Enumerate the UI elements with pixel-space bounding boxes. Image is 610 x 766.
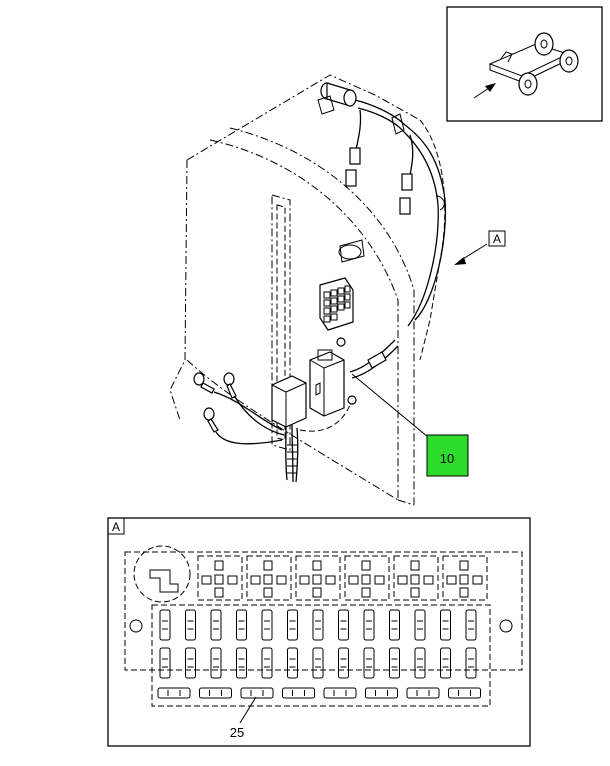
multi-pin-connector	[319, 277, 354, 331]
callout-10-label: 10	[440, 451, 454, 466]
fuse-slot	[389, 609, 400, 641]
inset-arrow-icon	[473, 83, 496, 99]
relay-socket	[197, 555, 243, 601]
fuse-slot	[440, 647, 451, 679]
fuse-grid	[157, 609, 481, 699]
fuse-slot	[338, 647, 349, 679]
fuse-slot	[159, 647, 171, 679]
view-a-pointer: A	[454, 230, 506, 265]
maxi-fuse-slot	[282, 687, 315, 699]
fuse-slot	[389, 647, 400, 679]
relay-box-left	[271, 375, 307, 428]
relay-row	[149, 555, 488, 601]
maxi-fuse-slot	[365, 687, 398, 699]
maxi-fuse-slot	[157, 687, 191, 699]
harness-clamp	[317, 82, 357, 115]
maxi-fuse-slot	[448, 687, 481, 699]
relay-socket	[344, 555, 390, 601]
main-assembly-view	[169, 74, 447, 506]
fuse-slot	[287, 647, 298, 679]
fuse-slot	[414, 609, 426, 641]
relay-socket	[295, 555, 341, 601]
callout-25-label: 25	[230, 725, 244, 740]
maxi-fuse-slot	[199, 687, 232, 699]
ring-terminals	[193, 372, 237, 433]
locator-inset	[446, 6, 603, 122]
fuse-slot	[363, 647, 375, 679]
maxi-fuse-slot	[323, 687, 357, 699]
fuse-slot	[236, 609, 247, 641]
fuse-slot	[363, 609, 375, 641]
fuse-slot	[312, 609, 324, 641]
fuse-slot	[465, 609, 477, 641]
fuse-slot	[236, 647, 247, 679]
fuse-slot	[261, 647, 273, 679]
fuse-slot	[287, 609, 298, 641]
detail-a-label: A	[112, 520, 120, 534]
fuse-slot	[185, 647, 196, 679]
detail-a-view: A 25	[107, 517, 531, 747]
relay-socket-corner	[149, 569, 179, 593]
fuse-slot	[338, 609, 349, 641]
vehicle-chassis-icon	[488, 32, 579, 96]
relay-socket	[393, 555, 439, 601]
maxi-fuse-slot	[406, 687, 440, 699]
fuse-slot	[261, 609, 273, 641]
fuse-slot	[440, 609, 451, 641]
relay-socket	[442, 555, 488, 601]
view-a-pointer-label: A	[493, 232, 501, 246]
fuse-slot	[414, 647, 426, 679]
relay-socket	[246, 555, 292, 601]
relay-box-right	[309, 351, 345, 417]
fuse-slot	[312, 647, 324, 679]
callout-10[interactable]: 10	[426, 434, 469, 477]
fuse-slot	[159, 609, 171, 641]
fuse-slot	[210, 647, 222, 679]
fuse-slot	[185, 609, 196, 641]
maxi-fuse-slot	[240, 687, 274, 699]
fuse-slot	[465, 647, 477, 679]
fuse-slot	[210, 609, 222, 641]
